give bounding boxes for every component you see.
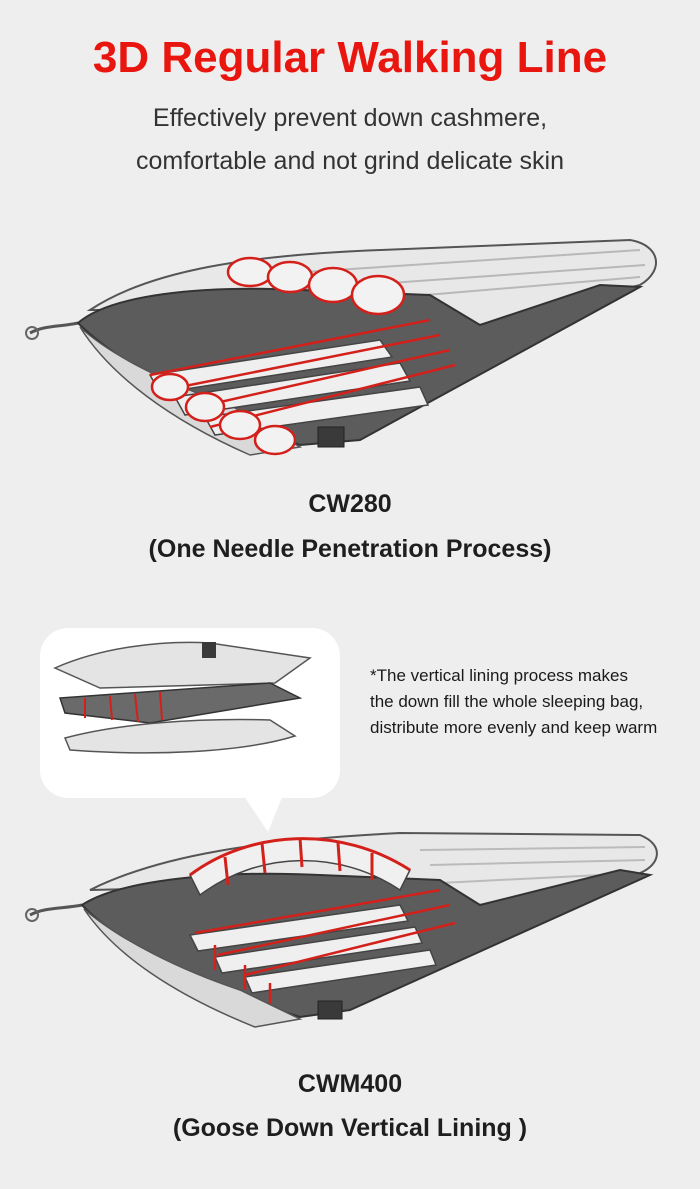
note-line-2: the down fill the whole sleeping bag,	[370, 692, 644, 711]
cw280-sleeping-bag-illustration	[25, 238, 657, 456]
cwm400-sleeping-bag-illustration	[25, 831, 658, 1028]
cwm400-model-label: CWM400	[297, 1070, 403, 1098]
note-line-1: *The vertical lining process makes	[370, 666, 628, 685]
note-line-3: distribute more evenly and keep warm	[370, 718, 658, 737]
cwm400-process-label: (Goose Down Vertical Lining )	[172, 1114, 528, 1142]
cw280-model-label: CW280	[308, 490, 392, 518]
vertical-lining-layer-diagram	[53, 641, 312, 754]
cw280-process-label: (One Needle Penetration Process)	[148, 535, 552, 563]
headline-title: 3D Regular Walking Line	[92, 33, 608, 82]
callout-bubble-tail	[240, 790, 285, 832]
callout-bubble	[40, 628, 340, 798]
vertical-lining-note: *The vertical lining process makes the d…	[370, 663, 692, 741]
subtitle-line-2: comfortable and not grind delicate skin	[135, 147, 565, 175]
subtitle-line-1: Effectively prevent down cashmere,	[152, 104, 548, 132]
